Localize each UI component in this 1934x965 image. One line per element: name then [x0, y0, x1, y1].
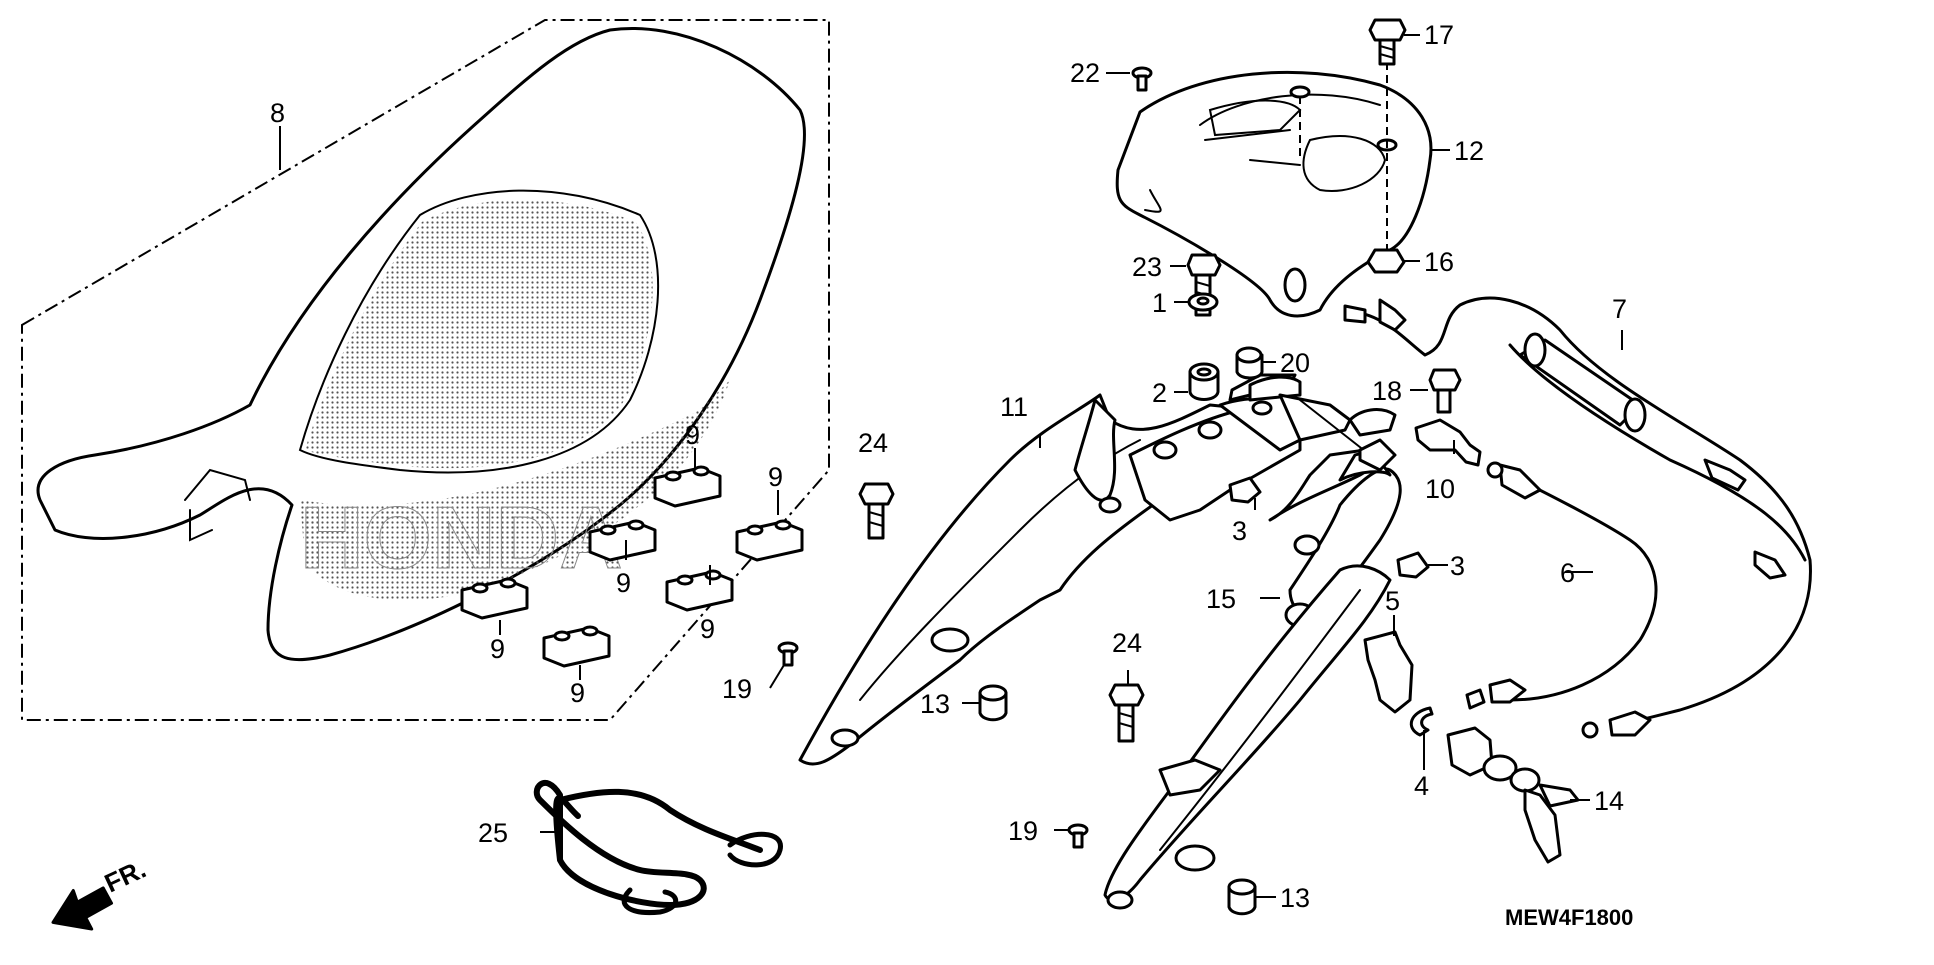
callout-seat-lock-cable: 7	[1612, 294, 1627, 324]
callout-rear-cowl: 11	[1000, 392, 1028, 422]
callout-screw: 22	[1070, 58, 1100, 88]
seat-rubber	[542, 625, 611, 668]
callout-screw: 19	[722, 674, 752, 704]
seat-rubber	[653, 465, 722, 508]
nut-3	[1228, 476, 1262, 504]
nut-16	[1366, 248, 1406, 274]
rear-grab-rail	[1115, 62, 1433, 318]
callout-cable-guide: 10	[1425, 474, 1455, 504]
seat-hook	[184, 468, 251, 542]
cable-6	[1498, 468, 1658, 702]
callout-collar: 20	[1280, 348, 1310, 378]
seat-logo: HONDA	[300, 488, 623, 587]
seat-rubber	[588, 519, 657, 562]
screw-19	[1067, 823, 1089, 849]
helmet-holder-wire-25	[533, 779, 783, 916]
seat-rubber	[735, 519, 804, 562]
bolt-17	[1368, 18, 1407, 66]
callout-nut: 16	[1424, 247, 1454, 277]
seat-rider-panel	[298, 189, 660, 474]
seat-lower-dotted-panel	[300, 380, 730, 600]
callout-seat: 8	[270, 98, 285, 128]
seat-lock-cable-7	[1343, 296, 1812, 727]
callout-nut: 3	[1232, 516, 1247, 546]
key-cylinder-14	[1446, 726, 1580, 864]
rear-cowl-right	[1103, 438, 1402, 910]
front-direction-arrow: FR.	[51, 854, 151, 931]
callout-collar: 13	[920, 689, 950, 719]
collar-20	[1235, 346, 1264, 380]
callout-clip: 4	[1414, 771, 1429, 801]
collar-2	[1188, 362, 1220, 401]
bolt-18	[1428, 368, 1462, 414]
callout-washer: 1	[1152, 288, 1167, 318]
bolt-24	[1108, 683, 1145, 743]
seat-assembly: HONDA	[21, 19, 830, 721]
callout-seat-rubber: 9	[700, 614, 715, 644]
callout-seat-rubber: 9	[616, 568, 631, 598]
callout-grab-rail: 12	[1454, 136, 1484, 166]
callout-collar: 2	[1152, 378, 1167, 408]
drawing-code: MEW4F1800	[1505, 905, 1633, 930]
callout-seat-rubber: 9	[570, 678, 585, 708]
callout-nut: 3	[1450, 551, 1465, 581]
callout-bolt: 24	[1112, 628, 1142, 658]
screw-19	[777, 641, 799, 667]
front-indicator-label: FR.	[100, 854, 151, 899]
seat-group-boundary	[21, 19, 830, 721]
callouts: 8 9 9 9 9 9 9 22 17 12 23 16 1 20 2 7 18…	[270, 20, 1627, 913]
callout-cable: 6	[1560, 558, 1575, 588]
collar-13	[978, 684, 1008, 722]
nut-3	[1396, 551, 1430, 579]
bolt-24	[858, 482, 895, 540]
callout-bolt: 18	[1372, 376, 1402, 406]
callout-screw: 19	[1008, 816, 1038, 846]
seat-rubbers	[460, 465, 804, 668]
rear-frame-bracket	[1128, 373, 1397, 522]
callout-key-cylinder: 14	[1594, 786, 1624, 816]
callout-bolt: 24	[858, 428, 888, 458]
cable-guide-10	[1414, 418, 1482, 467]
clip-4	[1409, 706, 1434, 737]
callout-helmet-wire: 25	[478, 818, 508, 848]
callout-bolt: 23	[1132, 252, 1162, 282]
callout-collar: 13	[1280, 883, 1310, 913]
callout-lock-bracket: 5	[1385, 586, 1400, 616]
collar-13	[1227, 878, 1257, 916]
hardware	[777, 18, 1580, 916]
seat-rubber	[665, 569, 734, 612]
callout-bracket: 15	[1206, 584, 1236, 614]
leader-lines	[279, 34, 1623, 898]
callout-bolt: 17	[1424, 20, 1454, 50]
seat-rubber	[460, 577, 529, 620]
cables	[1343, 296, 1812, 739]
callout-seat-rubber: 9	[490, 634, 505, 664]
lock-bracket-5	[1363, 630, 1414, 714]
callout-seat-rubber: 9	[768, 462, 783, 492]
callout-seat-rubber: 9	[685, 420, 700, 450]
screw-22	[1131, 66, 1153, 92]
seat-dotted-panel	[305, 199, 653, 469]
